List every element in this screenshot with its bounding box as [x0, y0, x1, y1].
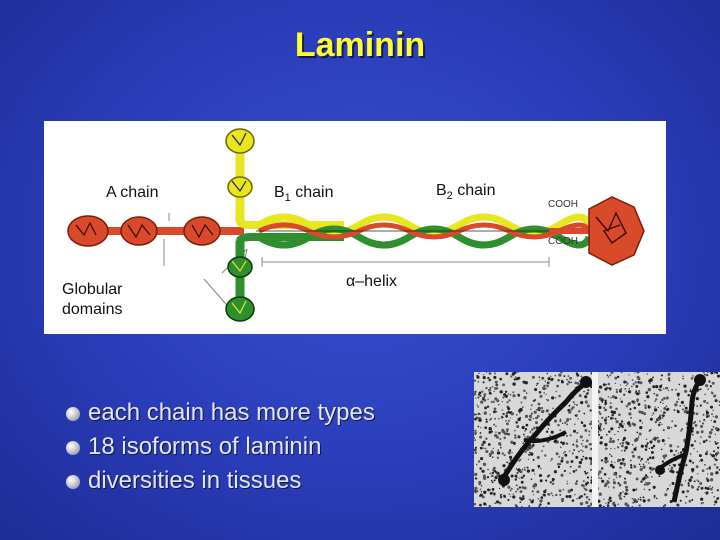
bullet-dot-icon: [66, 441, 80, 455]
b2-chain-label: B2 chain: [436, 181, 496, 206]
bullet-dot-icon: [66, 475, 80, 489]
b1-chain-label-main: B: [274, 184, 285, 201]
bullet-text: 18 isoforms of laminin: [88, 433, 322, 460]
cooh-top-label: COOH: [548, 199, 578, 210]
b1-chain: [225, 128, 344, 229]
b2-chain-label-sub: 2: [446, 190, 453, 203]
laminin-molecule-shapes: [498, 374, 706, 503]
slide-title: Laminin: [294, 26, 426, 64]
alpha-helix-label: α–helix: [346, 273, 398, 290]
electron-micrograph: [474, 372, 720, 507]
globular-domains-line1: Globular: [62, 281, 123, 298]
bullet-dot-icon: [66, 407, 80, 421]
coiled-coil-helix: [256, 213, 593, 249]
bullet-text: diversities in tissues: [88, 467, 302, 494]
bullet-list: each chain has more types 18 isoforms of…: [64, 396, 375, 498]
laminin-structure-svg: [67, 128, 645, 322]
globular-domains-line2: domains: [62, 301, 123, 318]
a-chain: [67, 215, 244, 247]
b1-chain-label: B1 chain: [274, 183, 334, 208]
c-terminal-globule: [549, 196, 645, 266]
b2-chain: [225, 233, 344, 322]
globular-domains-label: Globular domains: [62, 280, 122, 320]
bullet-item: diversities in tissues: [64, 464, 375, 498]
b1-chain-label-suffix: chain: [290, 184, 334, 201]
bullet-item: each chain has more types: [64, 396, 375, 430]
bullet-item: 18 isoforms of laminin: [64, 430, 375, 464]
micrograph-svg: [474, 372, 720, 507]
bullet-text: each chain has more types: [88, 399, 375, 426]
laminin-diagram: A chain B1 chain B2 chain COOH COOH α–he…: [44, 121, 666, 334]
b1-chain-label-sub: 1: [284, 192, 291, 205]
b2-chain-label-suffix: chain: [452, 182, 496, 199]
b2-chain-label-main: B: [436, 182, 447, 199]
cooh-bottom-label: COOH: [548, 236, 578, 247]
a-chain-label: A chain: [106, 184, 159, 201]
